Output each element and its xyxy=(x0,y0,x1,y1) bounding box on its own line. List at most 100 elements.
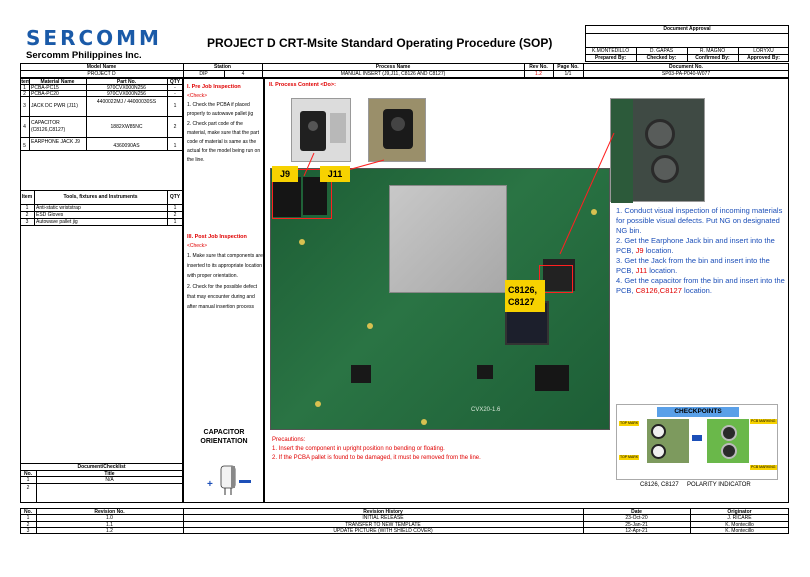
mat-part: 4360090AS xyxy=(113,143,140,149)
meta-header-model: Model Name xyxy=(86,64,117,70)
checklist-heading: Document/Checklist xyxy=(77,464,126,470)
approver-role-1: Prepared By: xyxy=(594,55,627,61)
approver-name-1: K.MONTEDILLO xyxy=(591,48,630,54)
instruction-2: 2. Get the Earphone Jack bin and insert … xyxy=(616,236,786,256)
rev-header-rev: Revision No. xyxy=(94,509,125,515)
precautions-heading: Precautions: xyxy=(272,437,306,443)
mat-name: PCBA-PC20 xyxy=(31,91,59,97)
checkpoints-caption: C8126, C8127 POLARITY INDICATOR xyxy=(640,482,751,488)
tools-header-item: Item xyxy=(21,194,33,200)
mat-header-name: Material Name xyxy=(40,79,75,85)
arrow-right-icon xyxy=(692,435,702,441)
meta-header-station: Station xyxy=(214,64,231,70)
left-column xyxy=(20,78,183,503)
instruction-2-tail: location. xyxy=(645,246,674,255)
instruction-2-ref: J9 xyxy=(635,246,644,255)
instruction-4-tail: location. xyxy=(684,286,712,295)
tool-name: Autowave pallet jig xyxy=(36,219,78,225)
precaution-1: 1. Insert the component in upright posit… xyxy=(272,446,445,452)
rev-no: 2 xyxy=(26,522,30,528)
rev-header-no: No. xyxy=(23,509,33,515)
tool-item: 2 xyxy=(25,212,29,218)
page-title: PROJECT D CRT-Msite Standard Operating P… xyxy=(207,36,553,50)
mat-name: JACK DC PWR (J11) xyxy=(31,103,78,109)
tool-qty: 1 xyxy=(173,219,177,225)
approver-name-3: R. MAGNO xyxy=(699,48,726,54)
mat-qty: 2 xyxy=(173,124,177,130)
tool-qty: 1 xyxy=(173,205,177,211)
instruction-list: 1. Conduct visual inspection of incoming… xyxy=(616,206,786,296)
capacitor-label: C8126, C8127 xyxy=(505,280,545,312)
meta-process: MANUAL INSERT (J9,J11, C8126 AND C8127) xyxy=(340,71,446,77)
board-silkscreen-label: CVX20-1.6 xyxy=(471,407,501,413)
pcb-marking-label-1: PCB MARKING xyxy=(750,419,777,424)
mat-header-item: Item xyxy=(20,79,29,85)
rev-originator: J. RICARE xyxy=(727,515,752,521)
capacitor-orientation-label: CAPACITOR ORIENTATION xyxy=(200,429,248,445)
precaution-2: 2. If the PCBA pallet is found to be dam… xyxy=(272,455,481,461)
instruction-3: 3. Get the Jack from the bin and insert … xyxy=(616,256,786,276)
pcb-photo: CVX20-1.6 xyxy=(270,168,610,430)
rev-date: 25-Jan-21 xyxy=(625,522,648,528)
mat-part: 970CVX000N256 xyxy=(107,91,146,97)
checkpoint-photo-before xyxy=(647,419,689,463)
mat-name: EARPHONE JACK J9 xyxy=(31,139,80,145)
mat-item: 5 xyxy=(23,143,26,149)
approver-name-2: D. GAPAS xyxy=(649,48,674,54)
post-job-step-2: 2. Check for the possible defect that ma… xyxy=(187,284,258,310)
checklist-no: 1 xyxy=(26,477,30,483)
post-job-check: <Check> xyxy=(187,243,208,249)
approver-name-4: LORYXU xyxy=(753,48,774,54)
inspection-column xyxy=(183,78,264,503)
meta-page: 1/1 xyxy=(564,71,572,77)
pre-job-section: I. Pre Job Inspection <Check> 1. Check t… xyxy=(187,84,263,165)
rev-rev: 1.2 xyxy=(106,528,113,534)
checklist-header-no: No. xyxy=(23,471,33,477)
mat-item: 4 xyxy=(23,124,26,130)
process-content-panel xyxy=(264,78,789,503)
capacitor-orientation-diagram: + xyxy=(205,462,257,498)
pre-job-step-1: 1. Check the PCBA if placed properly to … xyxy=(187,102,254,117)
pre-job-heading: I. Pre Job Inspection xyxy=(187,84,241,90)
approver-role-4: Approved By: xyxy=(747,55,780,61)
company-name: Sercomm Philippines Inc. xyxy=(26,50,142,61)
rev-header-date: Date xyxy=(631,509,642,515)
top-mark-label-1: TOP MARK xyxy=(619,421,640,426)
j11-label: J11 xyxy=(320,166,350,182)
meta-header-rev: Rev No. xyxy=(529,64,548,70)
instruction-4-ref: C8126,C8127 xyxy=(635,286,682,295)
instruction-3-text: 3. Get the Jack from the bin and insert … xyxy=(616,256,770,275)
j9-closeup-photo xyxy=(291,98,351,162)
instruction-1: 1. Conduct visual inspection of incoming… xyxy=(616,206,783,235)
instruction-4-text: 4. Get the capacitor from the bin and in… xyxy=(616,276,785,295)
mat-item: 2 xyxy=(23,91,26,97)
checkpoints-title: CHECKPOINTS xyxy=(657,407,739,417)
meta-header-docno: Document No. xyxy=(669,64,703,70)
rev-header-originator: Originator xyxy=(727,509,752,515)
meta-station-code: DIP xyxy=(199,71,208,77)
tool-item: 1 xyxy=(25,205,29,211)
rev-header-history: Revision History xyxy=(363,509,403,515)
checklist-no: 2 xyxy=(26,485,30,491)
pre-job-step-2: 2. Check part code of the material, make… xyxy=(187,121,261,163)
tool-name: Anti-static wriststrap xyxy=(36,205,81,211)
tools-header-name: Tools, fixtures and Instruments xyxy=(63,194,138,200)
rev-no: 1 xyxy=(26,515,30,521)
meta-header-page: Page No. xyxy=(557,64,579,70)
rev-history: TRANSFER TO NEW TEMPLATE xyxy=(345,522,421,528)
rev-rev: 1.1 xyxy=(106,522,113,528)
mat-header-qty: QTY xyxy=(169,79,181,85)
rev-originator: K. Montecillo xyxy=(725,522,754,528)
capacitor-closeup-photo xyxy=(610,98,705,203)
pre-job-check: <Check> xyxy=(187,93,208,99)
mat-qty: 1 xyxy=(173,103,177,109)
post-job-section: III. Post Job Inspection <Check> 1. Make… xyxy=(187,234,263,312)
logo-text: SERCOMM xyxy=(26,26,162,50)
top-mark-label-2: TOP MARK xyxy=(619,455,640,460)
logo: SERCOMM Sercomm Philippines Inc. xyxy=(26,28,176,61)
checklist-title: N/A xyxy=(105,477,114,483)
rev-date: 12-Apr-21 xyxy=(625,528,648,534)
rev-rev: 1.0 xyxy=(106,515,113,521)
meta-model: PROJECT D xyxy=(87,71,116,77)
approver-role-3: Confirmed By: xyxy=(695,55,730,61)
